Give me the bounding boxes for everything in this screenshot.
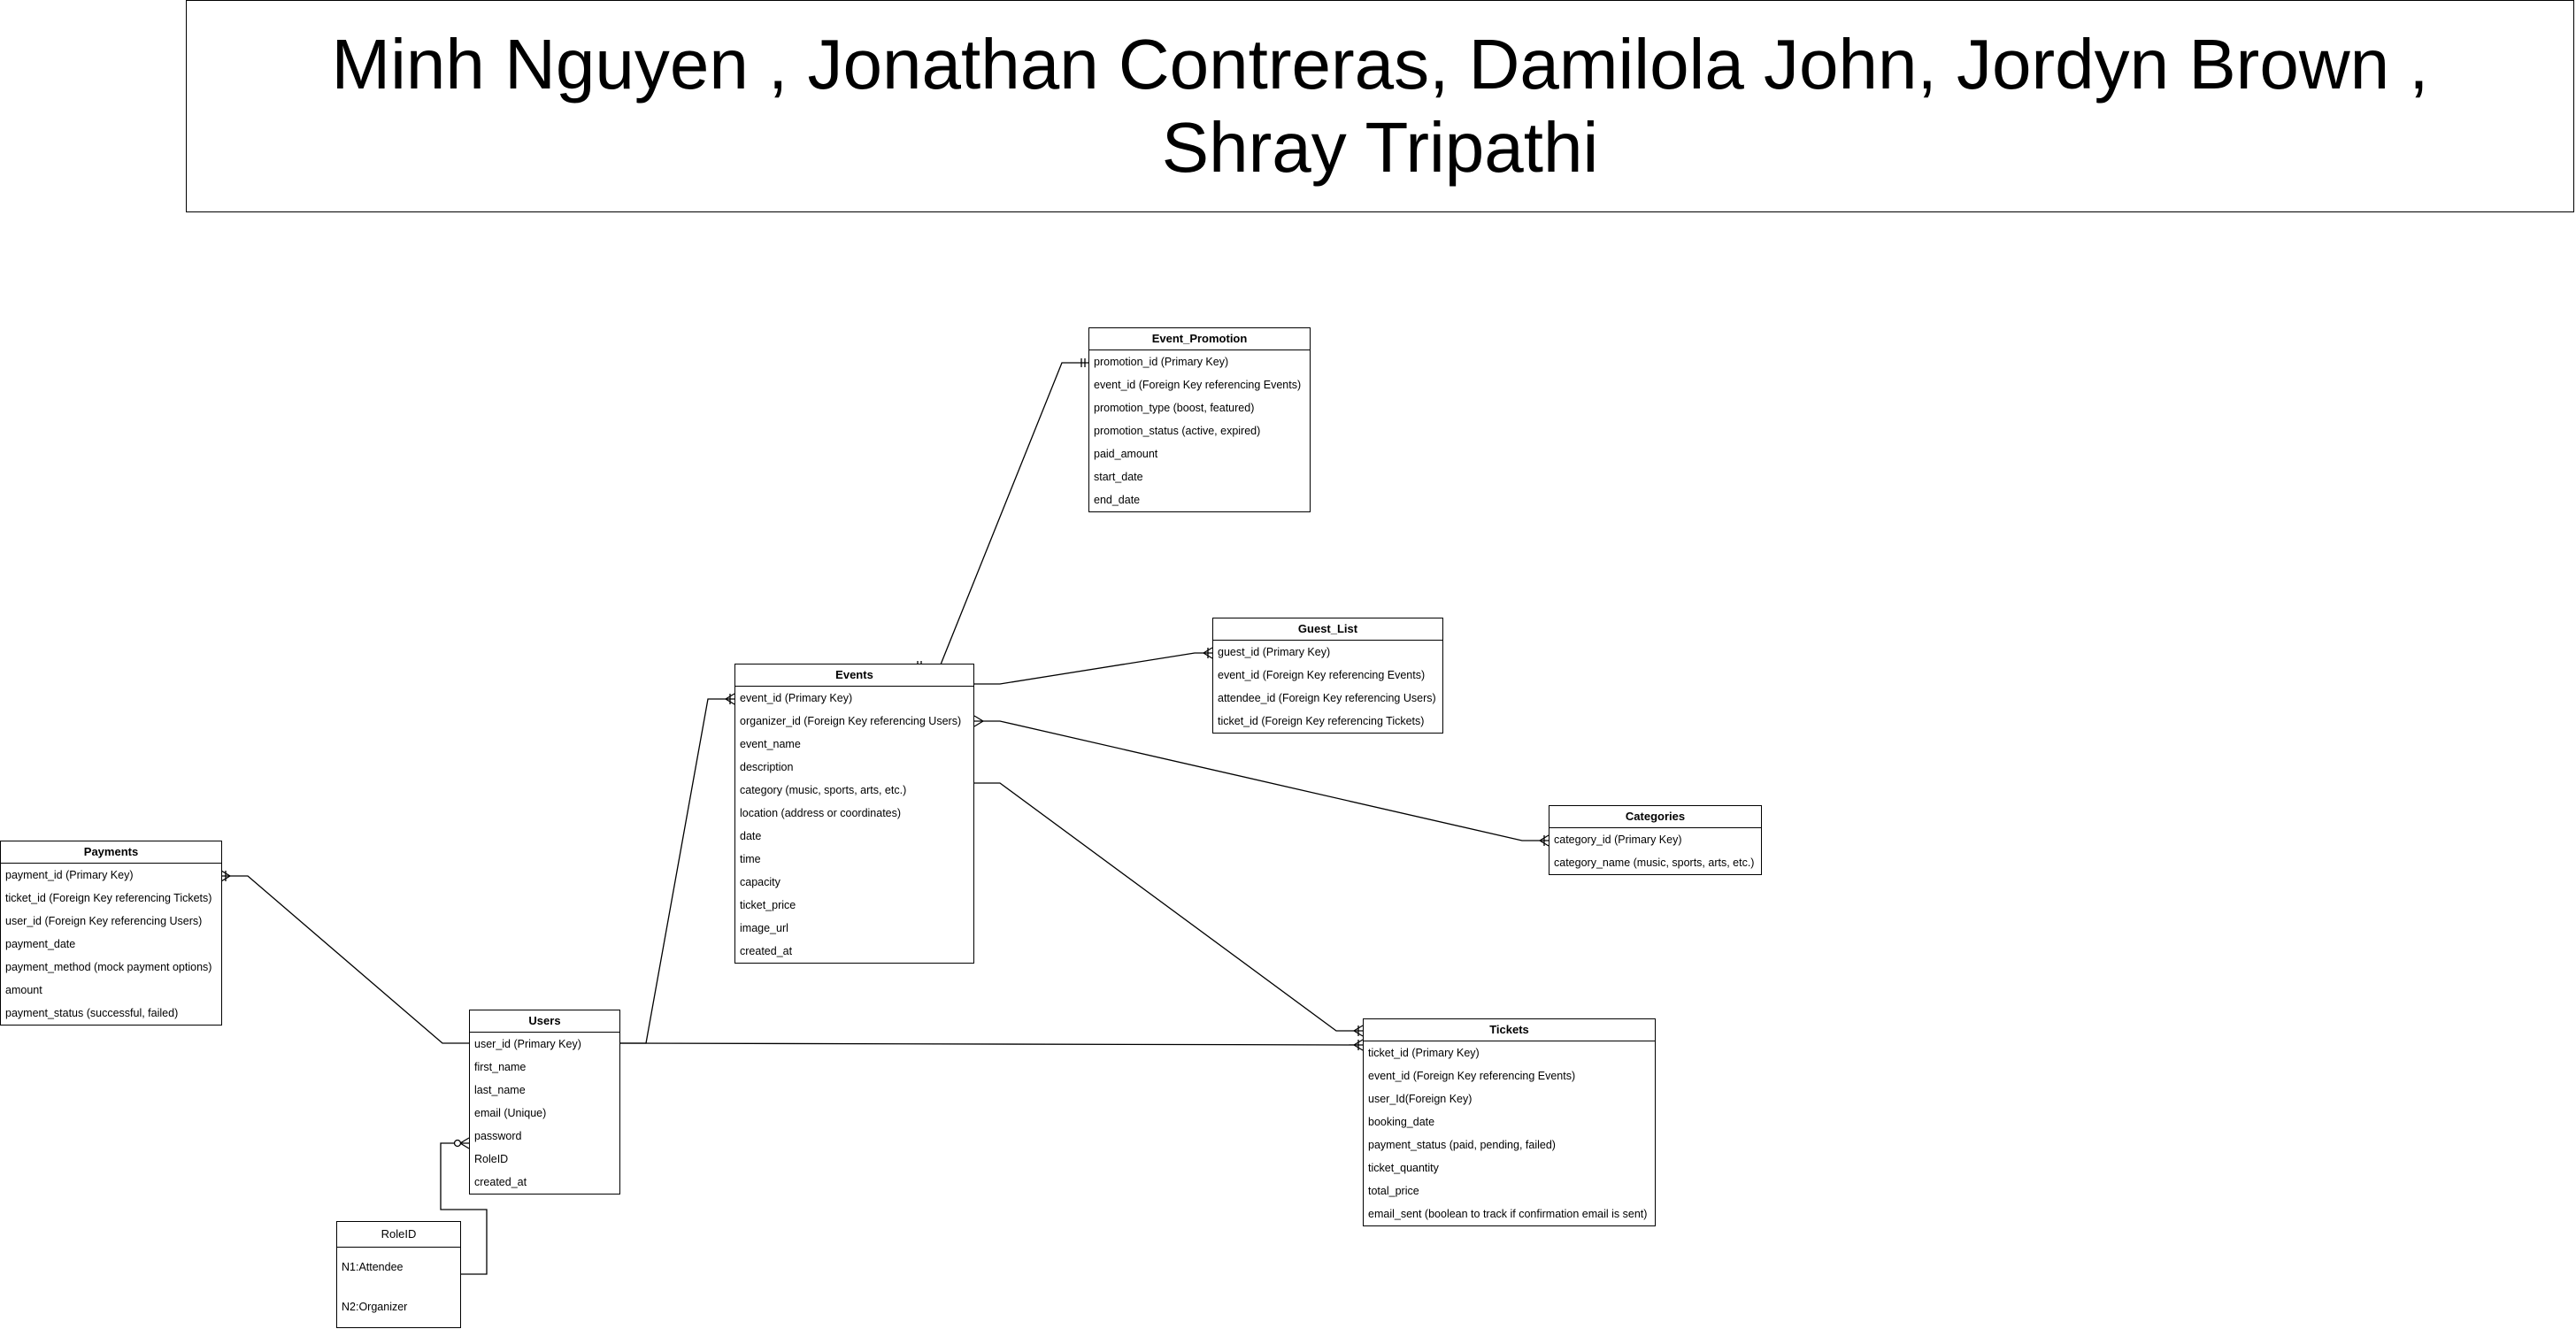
marker-events-many xyxy=(973,715,984,727)
entity-field: user_id (Foreign Key referencing Users) xyxy=(5,915,203,927)
entity-field: email (Unique) xyxy=(474,1107,547,1119)
entity-field: ticket_id (Foreign Key referencing Ticke… xyxy=(1218,715,1425,727)
entity-field: promotion_type (boost, featured) xyxy=(1094,402,1255,414)
entity-field: event_id (Foreign Key referencing Events… xyxy=(1218,669,1426,681)
entity-guest-list: Guest_List guest_id (Primary Key) event_… xyxy=(1212,618,1443,734)
entity-field: N1:Attendee xyxy=(342,1261,404,1273)
entity-field: end_date xyxy=(1094,494,1141,506)
entity-field: event_name xyxy=(740,738,801,750)
link-events-categories xyxy=(974,720,1549,841)
entity-header: Tickets xyxy=(1364,1019,1655,1041)
entity-field: paid_amount xyxy=(1094,448,1158,460)
entity-field: event_id (Foreign Key referencing Events… xyxy=(1368,1070,1576,1082)
entity-field: password xyxy=(474,1130,522,1142)
entity-field: payment_status (successful, failed) xyxy=(5,1007,179,1019)
diagram-title: Minh Nguyen , Jonathan Contreras, Damilo… xyxy=(331,25,2429,187)
entity-field: ticket_quantity xyxy=(1368,1162,1439,1174)
entity-header: Users xyxy=(470,1010,619,1033)
entity-field: description xyxy=(740,761,794,773)
entity-field: category_id (Primary Key) xyxy=(1554,834,1682,846)
link-users-tickets xyxy=(619,1042,1364,1046)
entity-field: amount xyxy=(5,984,42,996)
entity-header: Guest_List xyxy=(1213,618,1442,641)
entity-users: Users user_id (Primary Key) first_name l… xyxy=(469,1010,620,1195)
link-events-guestlist xyxy=(974,652,1212,685)
entity-field: created_at xyxy=(474,1176,527,1188)
link-events-promotion xyxy=(940,362,1088,665)
entity-field: payment_date xyxy=(5,938,76,950)
entity-field: guest_id (Primary Key) xyxy=(1218,646,1331,658)
entity-field: location (address or coordinates) xyxy=(740,807,902,819)
entity-roleid: RoleID N1:Attendee N2:Organizer xyxy=(336,1221,461,1328)
entity-field: first_name xyxy=(474,1061,527,1073)
entity-field: image_url xyxy=(740,922,788,934)
entity-events: Events event_id (Primary Key) organizer_… xyxy=(734,664,974,964)
entity-field: capacity xyxy=(740,876,780,888)
marker-tickets-many xyxy=(1353,1025,1364,1037)
entity-field: email_sent (boolean to track if confirma… xyxy=(1368,1208,1648,1220)
entity-header: Event_Promotion xyxy=(1089,328,1310,350)
marker-tickets-many-2 xyxy=(1353,1039,1364,1051)
entity-field: organizer_id (Foreign Key referencing Us… xyxy=(740,715,962,727)
link-events-tickets xyxy=(974,782,1363,1032)
entity-field: ticket_price xyxy=(740,899,796,911)
entity-field: event_id (Foreign Key referencing Events… xyxy=(1094,379,1302,391)
marker-events-many-2 xyxy=(725,693,735,705)
entity-header: Categories xyxy=(1549,806,1761,828)
entity-field: booking_date xyxy=(1368,1116,1435,1128)
link-roleid-users xyxy=(440,1142,488,1275)
entity-field: promotion_id (Primary Key) xyxy=(1094,356,1229,368)
entity-field: N2:Organizer xyxy=(342,1301,408,1313)
marker-guestlist-many xyxy=(1203,647,1213,659)
link-users-payments xyxy=(221,875,469,1044)
link-users-events xyxy=(620,698,734,1044)
diagram-title-box: Minh Nguyen , Jonathan Contreras, Damilo… xyxy=(186,0,2574,212)
entity-field: attendee_id (Foreign Key referencing Use… xyxy=(1218,692,1436,704)
entity-header: Payments xyxy=(1,841,221,864)
entity-payments: Payments payment_id (Primary Key) ticket… xyxy=(0,841,222,1026)
entity-field: promotion_status (active, expired) xyxy=(1094,425,1261,437)
entity-field: payment_method (mock payment options) xyxy=(5,961,212,973)
marker-users-many xyxy=(459,1137,470,1149)
entity-tickets: Tickets ticket_id (Primary Key) event_id… xyxy=(1363,1018,1656,1226)
entity-header: Events xyxy=(735,664,973,687)
entity-event-promotion: Event_Promotion promotion_id (Primary Ke… xyxy=(1088,327,1311,512)
entity-field: event_id (Primary Key) xyxy=(740,692,853,704)
entity-field: created_at xyxy=(740,945,793,957)
entity-field: date xyxy=(740,830,762,842)
entity-field: ticket_id (Foreign Key referencing Ticke… xyxy=(5,892,212,904)
entity-field: user_Id(Foreign Key) xyxy=(1368,1093,1473,1105)
marker-users-zero xyxy=(453,1139,462,1148)
entity-categories: Categories category_id (Primary Key) cat… xyxy=(1549,805,1762,875)
entity-field: ticket_id (Primary Key) xyxy=(1368,1047,1480,1059)
entity-field: payment_status (paid, pending, failed) xyxy=(1368,1139,1556,1151)
entity-field: start_date xyxy=(1094,471,1143,483)
entity-field: time xyxy=(740,853,761,865)
marker-categories-one xyxy=(1539,834,1549,847)
marker-payments-many xyxy=(220,870,231,882)
entity-field: payment_id (Primary Key) xyxy=(5,869,134,881)
entity-field: user_id (Primary Key) xyxy=(474,1038,581,1050)
entity-field: category (music, sports, arts, etc.) xyxy=(740,784,907,796)
entity-field: category_name (music, sports, arts, etc.… xyxy=(1554,857,1755,869)
entity-field: total_price xyxy=(1368,1185,1419,1197)
entity-field: RoleID xyxy=(474,1153,509,1165)
entity-header: RoleID xyxy=(337,1222,460,1248)
entity-field: last_name xyxy=(474,1084,526,1096)
